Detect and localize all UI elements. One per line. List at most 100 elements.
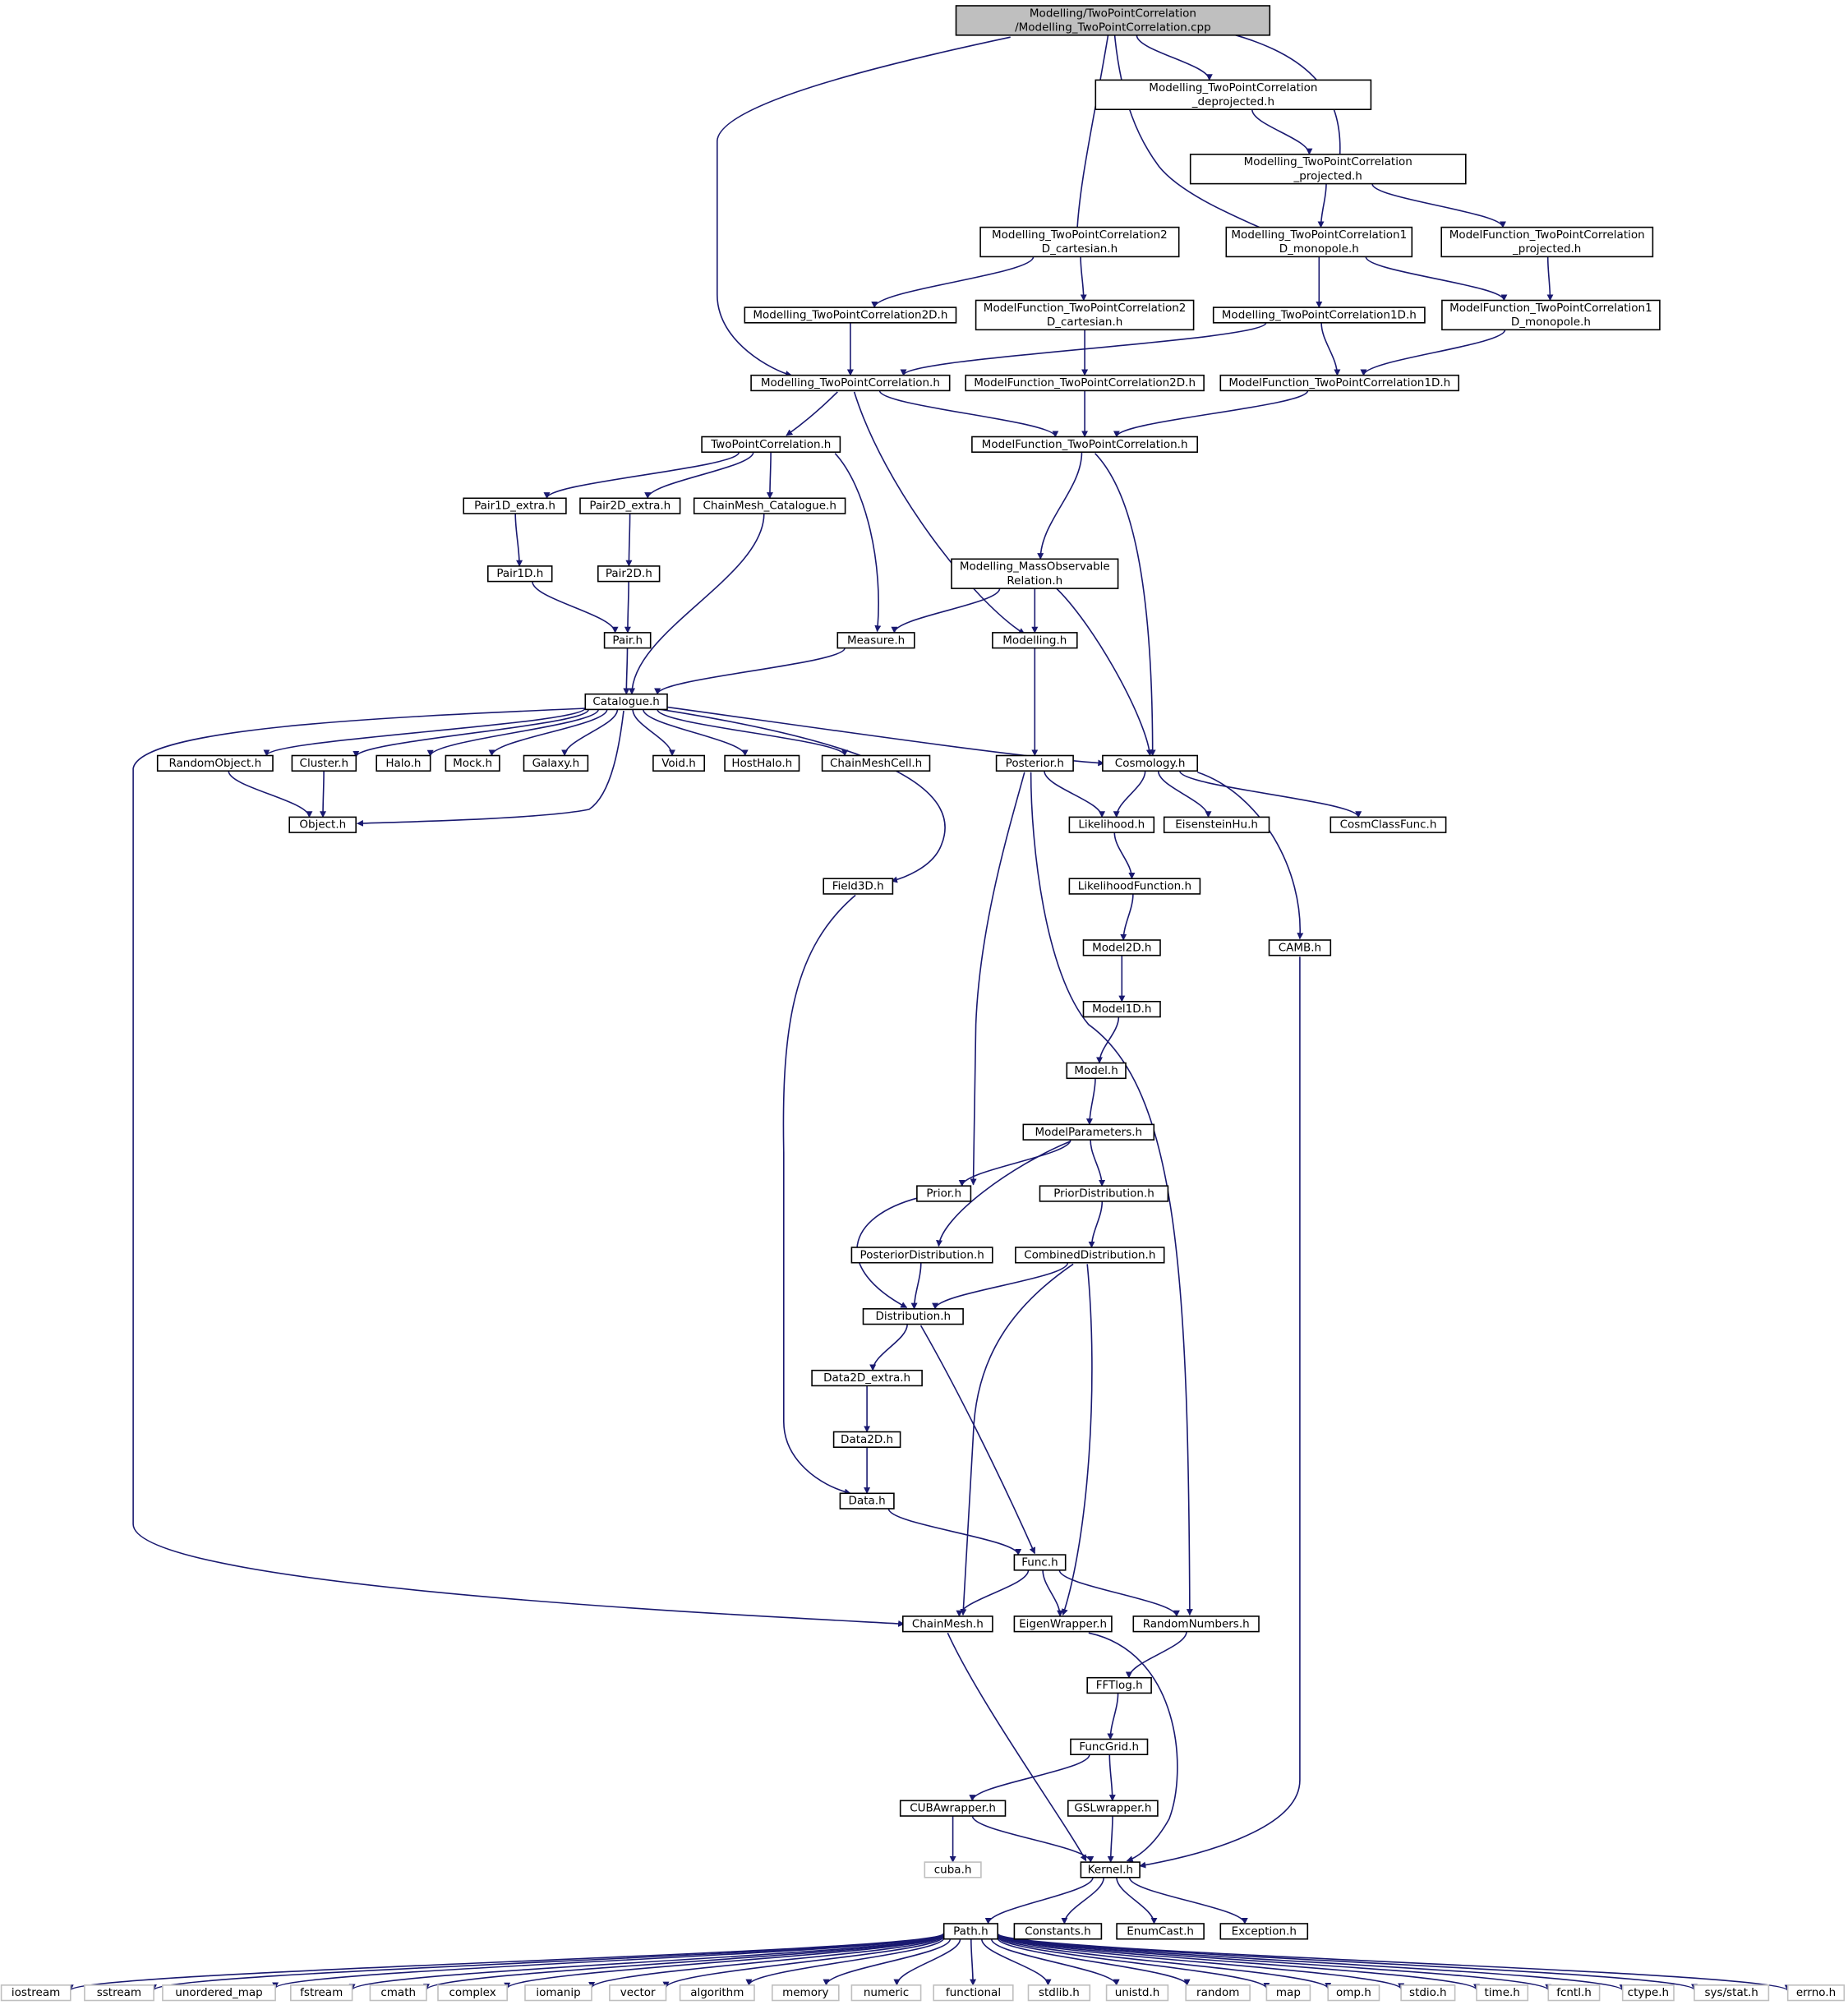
node-model2d[interactable]: Model2D.h (1082, 939, 1161, 956)
node-catalogue[interactable]: Catalogue.h (584, 693, 668, 711)
node-tpc[interactable]: TwoPointCorrelation.h (701, 436, 841, 454)
node-root[interactable]: Modelling/TwoPointCorrelation/Modelling_… (955, 5, 1271, 36)
node-field3d[interactable]: Field3D.h (823, 878, 894, 895)
node-mtpc2d[interactable]: Modelling_TwoPointCorrelation2D.h (744, 307, 957, 324)
node-mtpc1d_mono[interactable]: Modelling_TwoPointCorrelation1D_monopole… (1225, 226, 1413, 258)
node-kernel[interactable]: Kernel.h (1080, 1861, 1141, 1878)
node-mock[interactable]: Mock.h (445, 754, 500, 772)
node-cosmology[interactable]: Cosmology.h (1102, 754, 1199, 772)
node-box (1086, 1676, 1152, 1694)
edge-pair1d-to-pair (532, 581, 619, 634)
dependency-arrow (823, 1938, 952, 1986)
dependency-arrow (1113, 832, 1136, 879)
node-box (811, 1369, 923, 1387)
node-object[interactable]: Object.h (288, 816, 357, 833)
node-mtpc1d[interactable]: Modelling_TwoPointCorrelation1D.h (1212, 307, 1426, 324)
node-prior[interactable]: Prior.h (916, 1185, 972, 1202)
node-mf1d_mono[interactable]: ModelFunction_TwoPointCorrelation1D_mono… (1441, 299, 1661, 331)
node-label: Measure.h (847, 634, 905, 647)
node-measure[interactable]: Measure.h (836, 632, 915, 649)
node-label: algorithm (690, 1986, 744, 1999)
node-cluster[interactable]: Cluster.h (291, 754, 357, 772)
node-label: Pair2D_extra.h (589, 500, 671, 513)
node-cuba_w[interactable]: CUBAwrapper.h (899, 1800, 1007, 1817)
node-label: ModelFunction_TwoPointCorrelation.h (982, 438, 1188, 451)
node-posterior[interactable]: Posterior.h (995, 754, 1074, 772)
node-exception[interactable]: Exception.h (1219, 1923, 1309, 1940)
node-chainmesh[interactable]: ChainMesh.h (902, 1616, 993, 1633)
node-eisenstein[interactable]: EisensteinHu.h (1163, 816, 1270, 833)
node-hosthalo[interactable]: HostHalo.h (724, 754, 800, 772)
node-constants[interactable]: Constants.h (1013, 1923, 1103, 1940)
node-box (524, 1984, 592, 2002)
node-model[interactable]: Model.h (1066, 1062, 1127, 1080)
edge-path-to-stdlib (981, 1938, 1052, 1986)
node-pair2dx[interactable]: Pair2D_extra.h (579, 497, 681, 514)
node-label: Modelling_TwoPointCorrelation2 (992, 228, 1168, 242)
node-funcgrid[interactable]: FuncGrid.h (1070, 1738, 1149, 1756)
node-label: Modelling_TwoPointCorrelation (1244, 155, 1412, 168)
node-label: FuncGrid.h (1079, 1740, 1139, 1754)
dependency-arrow (1037, 452, 1083, 560)
node-label: Modelling_TwoPointCorrelation1 (1231, 228, 1407, 242)
node-modelling[interactable]: Modelling.h (992, 632, 1078, 649)
dependency-arrow (919, 1325, 1036, 1555)
node-label: CombinedDistribution.h (1024, 1248, 1155, 1261)
node-galaxy[interactable]: Galaxy.h (523, 754, 589, 772)
node-data[interactable]: Data.h (839, 1492, 895, 1510)
edge-priordist-to-combdist (1088, 1201, 1104, 1248)
node-modelparams[interactable]: ModelParameters.h (1022, 1123, 1155, 1141)
node-data2d[interactable]: Data2D.h (832, 1431, 901, 1449)
node-label: Object.h (299, 818, 346, 832)
node-distribution[interactable]: Distribution.h (862, 1308, 964, 1325)
node-label: TwoPointCorrelation.h (710, 438, 831, 451)
node-pair1d[interactable]: Pair1D.h (486, 565, 553, 583)
node-mf[interactable]: ModelFunction_TwoPointCorrelation.h (971, 436, 1199, 454)
node-void[interactable]: Void.h (652, 754, 706, 772)
node-postdist[interactable]: PosteriorDistribution.h (850, 1247, 993, 1264)
node-combdist[interactable]: CombinedDistribution.h (1015, 1247, 1165, 1264)
node-pair2d[interactable]: Pair2D.h (597, 565, 661, 583)
dependency-arrow (766, 452, 773, 500)
node-camb[interactable]: CAMB.h (1268, 939, 1332, 956)
node-box (1080, 1861, 1141, 1878)
node-likefunc[interactable]: LikelihoodFunction.h (1068, 878, 1201, 895)
node-pair1dx[interactable]: Pair1D_extra.h (463, 497, 567, 514)
node-cmcell[interactable]: ChainMeshCell.h (821, 754, 931, 772)
node-gsl_w[interactable]: GSLwrapper.h (1067, 1800, 1159, 1817)
dependency-arrow (1317, 183, 1327, 228)
edge-randobj-to-object (228, 771, 313, 818)
edge-mf-to-mmor (1037, 452, 1083, 560)
node-halo[interactable]: Halo.h (376, 754, 431, 772)
dependency-arrow (1044, 771, 1106, 818)
dependency-edges (67, 29, 1791, 1992)
node-cosmclass[interactable]: CosmClassFunc.h (1330, 816, 1447, 833)
node-randnum[interactable]: RandomNumbers.h (1132, 1616, 1260, 1633)
node-data2dx[interactable]: Data2D_extra.h (811, 1369, 923, 1387)
node-mf2d[interactable]: ModelFunction_TwoPointCorrelation2D.h (965, 374, 1205, 392)
node-priordist[interactable]: PriorDistribution.h (1039, 1185, 1169, 1202)
node-path[interactable]: Path.h (942, 1923, 998, 1940)
node-box (1786, 1984, 1846, 2002)
node-mf_proj[interactable]: ModelFunction_TwoPointCorrelation_projec… (1440, 226, 1654, 258)
edge-eigen-to-kernel (1088, 1632, 1178, 1863)
node-mtpc2d_cart[interactable]: Modelling_TwoPointCorrelation2D_cartesia… (979, 226, 1180, 258)
node-randobj[interactable]: RandomObject.h (156, 754, 274, 772)
node-mtpc_deproj[interactable]: Modelling_TwoPointCorrelation_deprojecte… (1095, 79, 1372, 111)
node-model1d[interactable]: Model1D.h (1082, 1001, 1161, 1018)
edge-mtpc-to-modelling (853, 391, 1025, 635)
node-fftlog[interactable]: FFTlog.h (1086, 1676, 1152, 1694)
node-func[interactable]: Func.h (1013, 1554, 1067, 1571)
node-cmcat[interactable]: ChainMesh_Catalogue.h (693, 497, 846, 514)
node-mtpc[interactable]: Modelling_TwoPointCorrelation.h (750, 374, 951, 392)
node-enumcast[interactable]: EnumCast.h (1116, 1923, 1205, 1940)
node-likelihood[interactable]: Likelihood.h (1068, 816, 1155, 833)
node-mf1d[interactable]: ModelFunction_TwoPointCorrelation1D.h (1219, 374, 1460, 392)
node-pair[interactable]: Pair.h (603, 632, 652, 649)
node-mf2d_cart[interactable]: ModelFunction_TwoPointCorrelation2D_cart… (975, 299, 1195, 331)
edge-catalogue-to-field3d (652, 708, 946, 883)
node-eigen[interactable]: EigenWrapper.h (1013, 1616, 1113, 1633)
node-mtpc_proj[interactable]: Modelling_TwoPointCorrelation_projected.… (1189, 154, 1467, 185)
